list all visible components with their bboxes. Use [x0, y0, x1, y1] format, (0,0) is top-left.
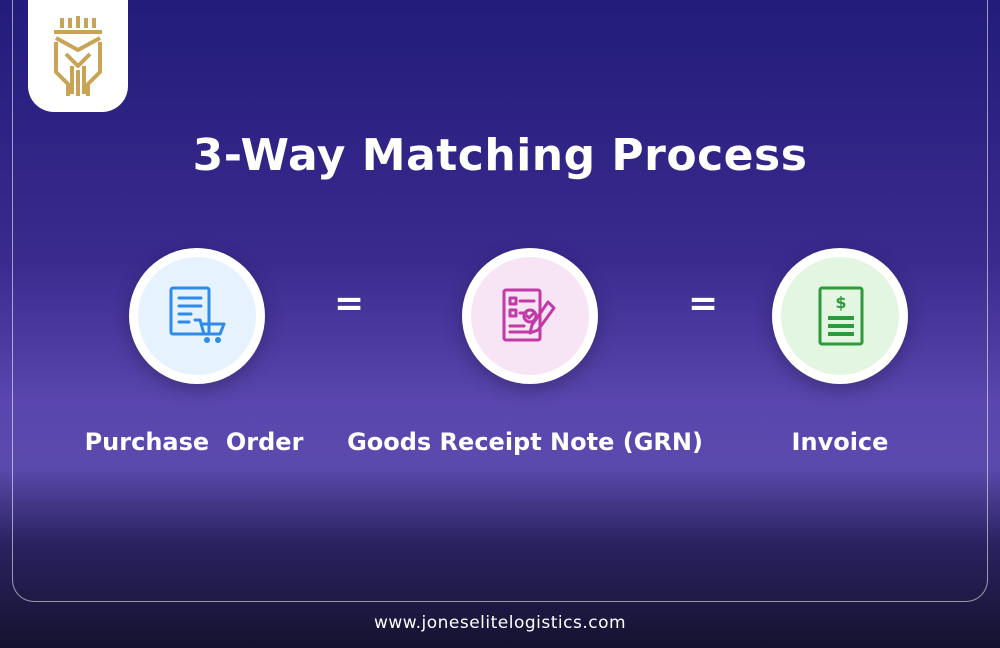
invoice-circle: $: [772, 248, 908, 384]
purchase-order-label: Purchase Order: [84, 428, 304, 456]
lion-crown-logo-icon: [54, 16, 102, 96]
purchase-order-circle: [129, 248, 265, 384]
purchase-order-icon: [169, 286, 226, 343]
invoice-label: Invoice: [791, 428, 889, 456]
svg-text:$: $: [835, 293, 846, 312]
goods-receipt-note-circle: [462, 248, 598, 384]
content-frame: [12, 0, 988, 602]
page-title: 3-Way Matching Process: [192, 130, 808, 181]
website-url: www.joneselitelogistics.com: [373, 613, 627, 633]
purchase-order-badge: [138, 257, 256, 375]
invoice-icon: $: [818, 286, 864, 346]
equals-sign-2: =: [688, 283, 719, 324]
goods-receipt-note-label: Goods Receipt Note (GRN): [347, 428, 703, 456]
goods-receipt-note-badge: [471, 257, 589, 375]
invoice-badge: $: [781, 257, 899, 375]
logo: [28, 0, 128, 112]
goods-receipt-note-icon: [502, 288, 556, 342]
equals-sign-1: =: [334, 283, 365, 324]
